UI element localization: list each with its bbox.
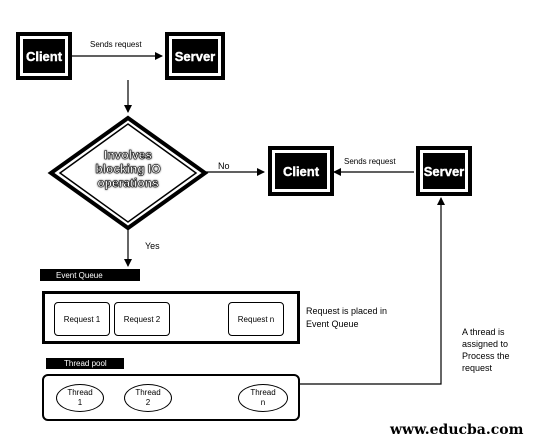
event-queue-note: Request is placed in Event Queue bbox=[306, 305, 387, 331]
request-item-1: Request 1 bbox=[54, 302, 110, 336]
thread-note: A thread is assigned to Process the requ… bbox=[462, 326, 510, 374]
client-node-mid: Client bbox=[268, 146, 334, 196]
sends-request-label-top: Sends request bbox=[90, 40, 142, 49]
server-node-mid-label: Server bbox=[423, 163, 465, 179]
arrow-thread-to-server bbox=[300, 197, 445, 385]
client-node-top: Client bbox=[16, 32, 72, 80]
thread-item-1-label: Thread bbox=[67, 388, 93, 397]
thread-item-2-label: Thread bbox=[135, 388, 161, 397]
sends-request-label-mid: Sends request bbox=[344, 157, 396, 166]
decision-label-line-1: Involves bbox=[103, 148, 153, 163]
thread-item-n-number: n bbox=[260, 398, 266, 407]
watermark: www.educba.com bbox=[390, 422, 524, 438]
decision-label: Involves blocking IO operations bbox=[78, 148, 178, 191]
client-node-top-label: Client bbox=[25, 48, 63, 64]
server-node-mid: Server bbox=[416, 146, 472, 196]
thread-note-line-1: A thread is bbox=[462, 327, 505, 337]
client-node-mid-label: Client bbox=[282, 163, 320, 179]
decision-label-line-3: operations bbox=[97, 176, 159, 191]
request-item-n: Request n bbox=[228, 302, 284, 336]
decision-label-line-2: blocking IO bbox=[95, 162, 161, 177]
thread-note-line-4: request bbox=[462, 363, 493, 373]
thread-pool-title: Thread pool bbox=[46, 358, 124, 369]
decision-diamond-inner bbox=[58, 123, 198, 223]
thread-item-n-label: Thread bbox=[250, 388, 276, 397]
request-item-2: Request 2 bbox=[114, 302, 170, 336]
no-label: No bbox=[218, 161, 230, 171]
thread-note-line-2: assigned to bbox=[462, 339, 509, 349]
thread-note-line-3: Process the bbox=[462, 351, 510, 361]
server-node-top: Server bbox=[165, 32, 225, 80]
server-node-top-label: Server bbox=[174, 48, 216, 64]
yes-label: Yes bbox=[145, 241, 160, 251]
thread-item-1-number: 1 bbox=[77, 398, 83, 407]
event-queue-note-line-1: Request is placed in bbox=[306, 306, 388, 316]
thread-item-2-number: 2 bbox=[145, 398, 151, 407]
event-queue-note-line-2: Event Queue bbox=[306, 319, 359, 329]
event-queue-title: Event Queue bbox=[40, 269, 140, 281]
